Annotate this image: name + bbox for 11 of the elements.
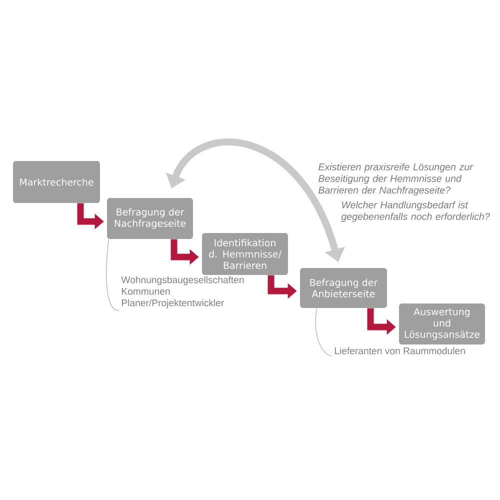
process-box: Befragung der Nachfrageseite	[107, 198, 193, 239]
process-box: Befragung der Anbieterseite	[300, 268, 387, 308]
note-text: Wohnungsbaugesellschaften Kommunen Planer/Projektentwickler	[121, 276, 244, 308]
leader-line	[106, 238, 120, 311]
question-text: Existieren praxisreife Lösungen zur Beseitigung der Hemmnisse und Barrieren der Nachfrageseite?	[318, 163, 474, 196]
question-text: Welcher Handlungsbedarf ist gegebenenfalls noch erforderlich?	[341, 201, 490, 222]
process-box: Identifikation d. Hemmnisse/ Barrieren	[202, 233, 288, 275]
note-text: Lieferanten von Raummodulen	[335, 347, 465, 354]
process-box: Auswertung und Lösungsansätze	[399, 304, 485, 344]
leader-line	[315, 308, 332, 357]
process-box: Marktrecherche	[13, 161, 100, 203]
